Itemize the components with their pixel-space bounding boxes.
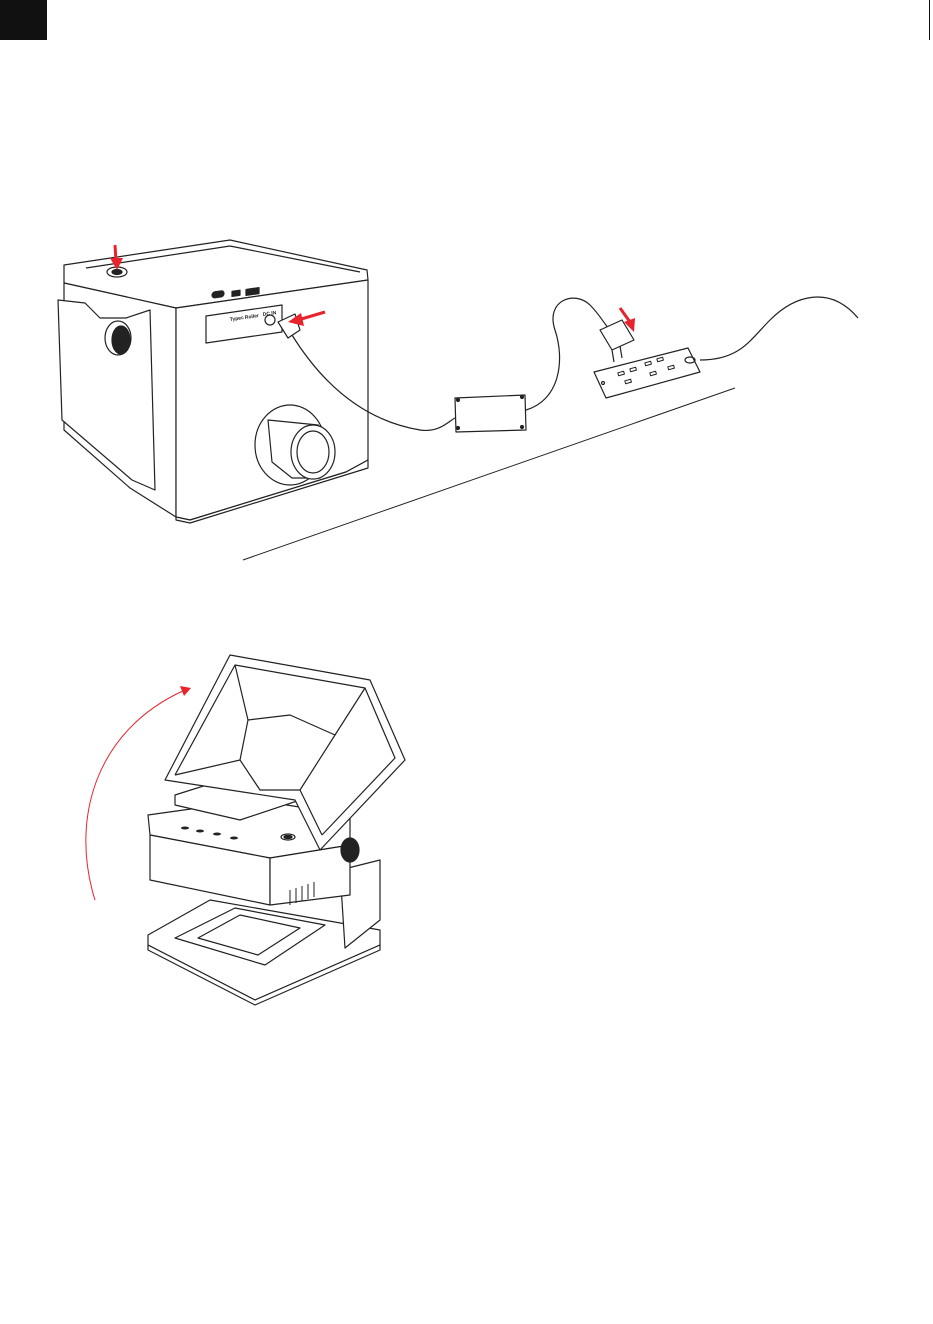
head-front [150, 835, 270, 905]
power-strip [594, 348, 700, 398]
power-adapter [455, 395, 526, 432]
power-connection-illustration: Typec Roller DC IN [0, 0, 933, 600]
material-tray [175, 908, 325, 965]
column [340, 860, 380, 948]
lid-open-arrowhead [180, 686, 191, 696]
strip-cable [700, 297, 858, 360]
side-knob [112, 326, 130, 354]
lid-open-arrow [86, 690, 185, 900]
head-top [148, 800, 350, 858]
opened-lid [165, 655, 405, 850]
top-button [112, 270, 122, 275]
adapter-cable [526, 298, 610, 410]
lid-inner-plate [175, 765, 330, 820]
hinge-knob [341, 838, 359, 862]
base-plate [148, 900, 380, 1000]
